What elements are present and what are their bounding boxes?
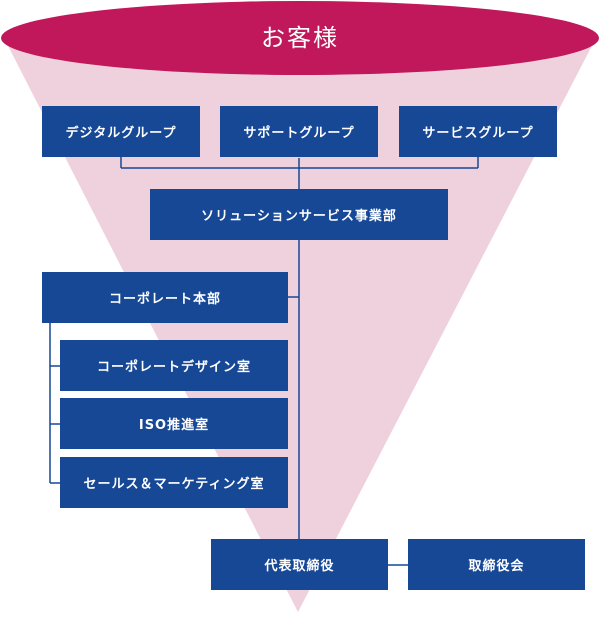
sales-marketing-office: セールス＆マーケティング室 (60, 457, 288, 508)
corporate-headquarters: コーポレート本部 (42, 272, 288, 323)
board-of-directors: 取締役会 (408, 539, 585, 590)
group-service: サービスグループ (399, 106, 557, 157)
solution-service-division: ソリューションサービス事業部 (150, 189, 448, 240)
representative-director: 代表取締役 (211, 539, 388, 590)
funnel-body (4, 38, 596, 612)
corporate-design-office: コーポレートデザイン室 (60, 340, 288, 391)
customer-label: お客様 (261, 24, 339, 52)
iso-promotion-office: ISO推進室 (60, 398, 288, 449)
funnel-top-ellipse (1, 1, 599, 75)
connector-lines (49, 157, 479, 566)
group-support: サポートグループ (220, 106, 378, 157)
group-digital: デジタルグループ (42, 106, 200, 157)
